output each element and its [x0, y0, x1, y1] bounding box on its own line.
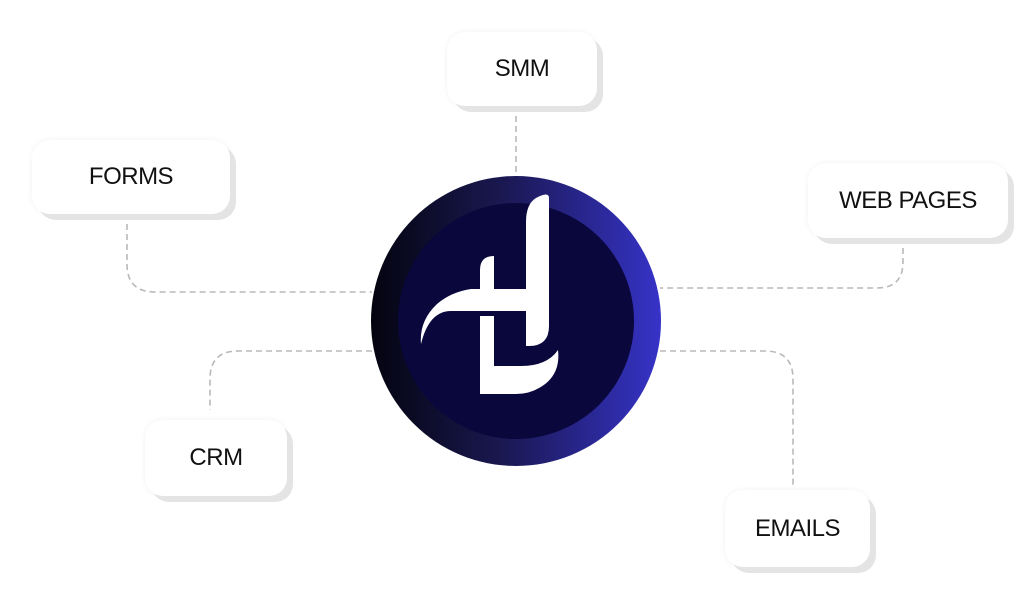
connector-crm — [209, 350, 372, 410]
node-web-pages: WEB PAGES — [808, 163, 1008, 238]
node-crm: CRM — [145, 420, 287, 496]
node-label: SMM — [494, 55, 550, 82]
connector-emails — [660, 350, 794, 485]
node-label: EMAILS — [754, 514, 841, 542]
node-label: FORMS — [88, 163, 174, 190]
node-smm: SMM — [447, 32, 597, 106]
h-logo-icon — [420, 194, 559, 394]
logo-inner-circle — [398, 203, 634, 439]
node-emails: EMAILS — [725, 490, 870, 567]
connector-forms — [126, 214, 372, 293]
connector-web-pages — [660, 238, 904, 289]
node-label: WEB PAGES — [839, 186, 977, 214]
node-label: CRM — [189, 444, 243, 471]
node-forms: FORMS — [32, 140, 230, 214]
center-logo — [371, 176, 661, 466]
